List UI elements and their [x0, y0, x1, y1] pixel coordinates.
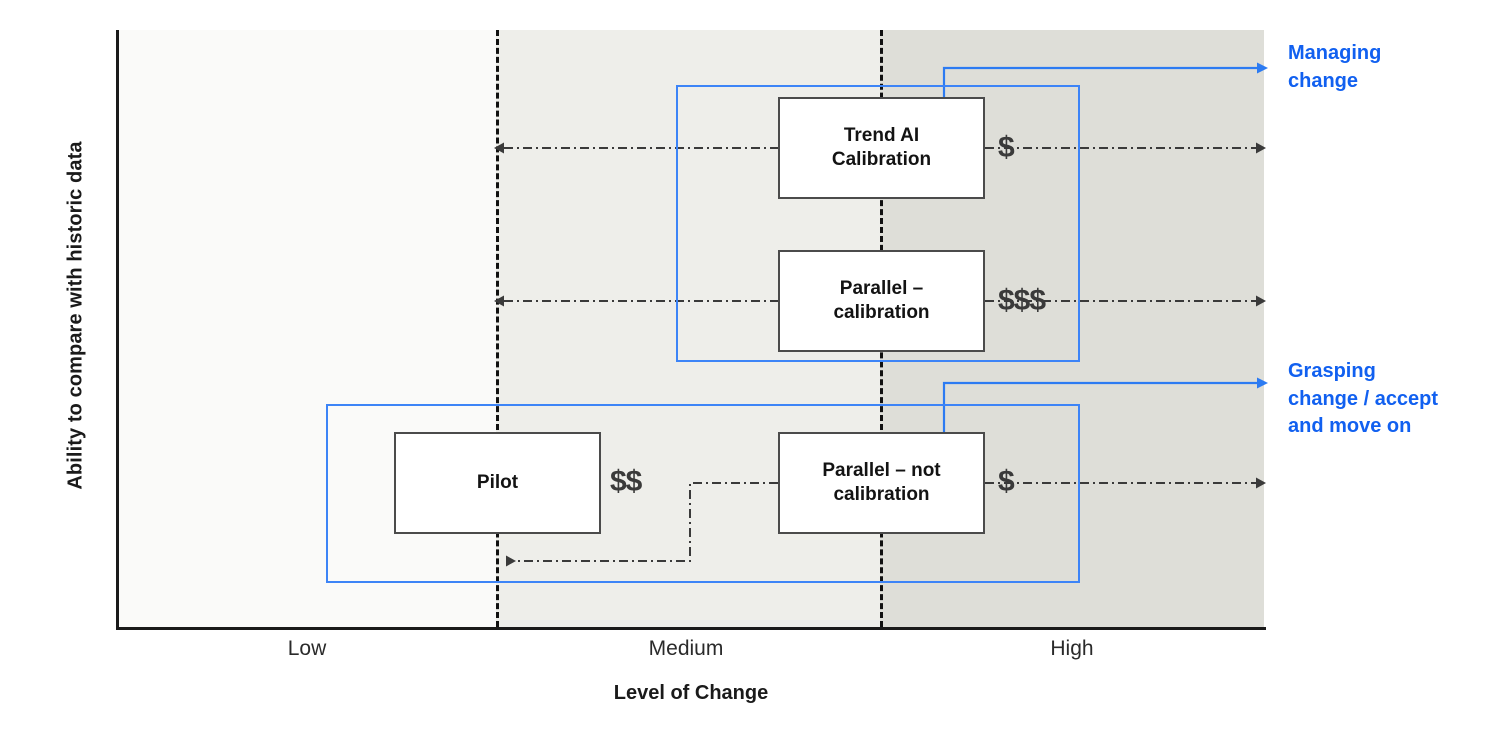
x-tick-medium: Medium — [648, 637, 724, 660]
x-tick-low: Low — [287, 637, 327, 660]
annotation-line-1: Managing — [1288, 42, 1382, 64]
x-tick-high: High — [1050, 637, 1094, 660]
divider-low-medium — [496, 30, 499, 627]
group-frame-managing-change — [676, 85, 1080, 362]
annotation-line-2: change / accept — [1288, 387, 1439, 410]
box-pilot[interactable]: Pilot — [394, 432, 601, 534]
group-frame-grasping-change — [326, 404, 1080, 583]
y-axis-line — [116, 30, 119, 630]
box-label-line-2: calibration — [833, 484, 930, 505]
cost-parallel-not-calibration: $ — [998, 465, 1015, 498]
cost-trend-ai-calibration: $ — [998, 131, 1015, 164]
annotation-line-3: and move on — [1288, 415, 1412, 438]
box-label-line-1: Trend AI — [843, 124, 920, 146]
box-label-line-2: calibration — [833, 302, 930, 323]
box-parallel-calibration[interactable]: Parallel – calibration — [778, 250, 985, 352]
cost-pilot: $$ — [610, 465, 642, 498]
y-axis-title: Ability to compare with historic data — [64, 141, 87, 490]
box-trend-ai-calibration-label: Trend AI Calibration — [832, 124, 931, 173]
box-parallel-not-calibration[interactable]: Parallel – not calibration — [778, 432, 985, 534]
annotation-line-2: change — [1288, 69, 1359, 92]
box-label-line-2: Calibration — [831, 149, 932, 170]
x-axis-line — [116, 627, 1266, 630]
annotation-grasping-change: Grasping change / accept and move on — [1288, 358, 1500, 441]
annotation-line-1: Grasping — [1288, 360, 1376, 382]
cost-parallel-calibration: $$$ — [998, 284, 1046, 317]
box-parallel-calibration-label: Parallel – calibration — [833, 277, 929, 326]
box-parallel-not-calibration-label: Parallel – not calibration — [822, 459, 940, 508]
box-label-line-1: Parallel – not — [822, 459, 941, 481]
x-axis-title: Level of Change — [613, 682, 769, 704]
box-label-line-1: Parallel – — [839, 277, 924, 299]
box-trend-ai-calibration[interactable]: Trend AI Calibration — [778, 97, 985, 199]
box-pilot-label: Pilot — [476, 471, 519, 493]
annotation-managing-change: Managing change — [1288, 40, 1500, 95]
